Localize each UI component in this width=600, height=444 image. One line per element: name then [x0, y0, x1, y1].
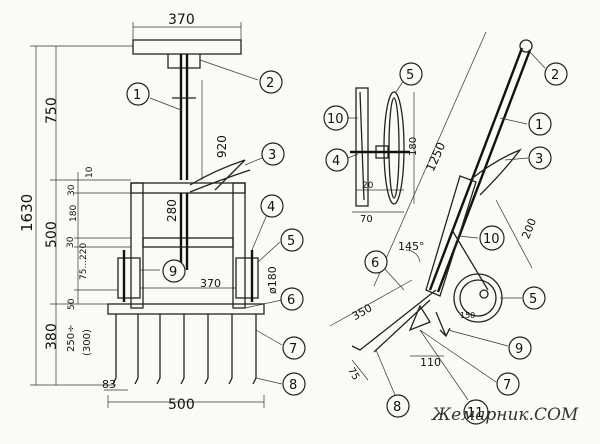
side-spring: [469, 148, 522, 196]
callout-side-5: 5: [522, 286, 546, 310]
side-dim-tine: 350: [350, 301, 375, 323]
dim-wheel-width: 370: [200, 277, 221, 290]
side-frame: [425, 175, 477, 297]
svg-text:10: 10: [327, 112, 344, 127]
svg-text:1: 1: [133, 88, 141, 103]
dim-handle-length: 920: [215, 135, 229, 158]
callout-8: 8: [282, 372, 306, 396]
callout-detail-5: 5: [399, 62, 423, 86]
svg-text:4: 4: [267, 200, 275, 215]
frame-right-post: [232, 182, 246, 309]
callout-side-9: 9: [508, 336, 532, 360]
tines: [112, 314, 257, 385]
callout-6: 6: [280, 287, 304, 311]
callout-side-6: 6: [364, 250, 388, 274]
side-dim-angle: 145°: [398, 240, 425, 253]
dim-total-height: 1630: [18, 194, 36, 232]
side-tines: [351, 289, 437, 351]
svg-text:11: 11: [467, 406, 484, 421]
callout-side-8: 8: [386, 394, 410, 418]
side-handle: [428, 47, 524, 291]
dim-wheel-dia: ø180: [266, 266, 279, 294]
detail-dim-height: 180: [408, 137, 419, 156]
svg-text:2: 2: [266, 76, 274, 91]
side-dim-step: 110: [420, 356, 441, 369]
svg-text:8: 8: [393, 400, 401, 415]
side-handle-grip: [519, 39, 533, 53]
callout-5: 5: [280, 228, 304, 252]
dim-small-30a: 30: [67, 184, 77, 196]
dim-tine-pitch: 83: [102, 378, 116, 391]
callout-1: 1: [126, 82, 150, 106]
dim-bottom-300: (300): [82, 329, 93, 356]
side-motion-arrow: [435, 311, 451, 338]
callout-detail-4: 4: [325, 148, 349, 172]
dim-upper-section: 750: [44, 97, 60, 124]
svg-text:3: 3: [268, 148, 276, 163]
spring-part: [189, 159, 246, 191]
svg-text:9: 9: [169, 265, 177, 280]
side-dim-wheel: 150: [460, 311, 475, 320]
svg-text:3: 3: [535, 152, 543, 167]
dim-small-180: 180: [69, 205, 79, 222]
dim-bottom-section: 380: [44, 323, 60, 350]
detail-dim-width: 70: [360, 214, 373, 225]
svg-text:4: 4: [332, 154, 340, 169]
dim-bottom-250: 250÷: [66, 325, 77, 352]
svg-text:5: 5: [287, 234, 295, 249]
frame-top-bar: [130, 182, 246, 194]
callout-side-7: 7: [496, 372, 520, 396]
dim-top-width: 370: [168, 12, 195, 28]
svg-text:10: 10: [483, 232, 500, 247]
svg-text:5: 5: [406, 68, 414, 83]
callout-side-2: 2: [544, 62, 568, 86]
handle-crossbar: [132, 39, 242, 55]
svg-text:5: 5: [529, 292, 537, 307]
crossbar-clamp: [167, 54, 201, 69]
callout-side-10: 10: [479, 225, 505, 251]
svg-text:7: 7: [289, 342, 297, 357]
dim-base-width: 500: [168, 397, 195, 413]
callout-detail-10: 10: [323, 105, 349, 131]
detail-dim-hub: 20: [362, 181, 374, 191]
svg-text:9: 9: [515, 342, 523, 357]
left-wheel-block: [117, 257, 141, 299]
callout-2: 2: [259, 70, 283, 94]
dim-small-30b: 30: [66, 236, 76, 248]
detail-axle-plate: [355, 87, 369, 207]
svg-text:8: 8: [289, 378, 297, 393]
callout-9: 9: [162, 259, 186, 283]
callout-side-1: 1: [528, 112, 552, 136]
dim-frame-gap: 280: [165, 199, 179, 222]
dim-small-50: 50: [67, 298, 77, 310]
svg-text:6: 6: [287, 293, 295, 308]
watermark: Жемарник.СОМ: [431, 405, 579, 425]
side-view: 1250 200 150 350 145° 110 75: [329, 31, 568, 425]
svg-text:7: 7: [503, 378, 511, 393]
frame-left-post: [130, 182, 144, 309]
detail-wheel: [383, 91, 405, 205]
svg-text:2: 2: [551, 68, 559, 83]
callout-side-11: 11: [463, 399, 489, 425]
side-dim-handle-length: 1250: [423, 140, 448, 174]
callout-3: 3: [261, 142, 285, 166]
tine-bar: [107, 303, 265, 315]
dim-small-75-220: 75...220: [79, 243, 89, 280]
svg-text:6: 6: [371, 256, 379, 271]
wheel-detail: 180 20 70 5 10 4: [323, 62, 423, 225]
front-view: 370 920 280 370 ø180: [18, 12, 306, 413]
callout-7: 7: [282, 336, 306, 360]
callout-side-3: 3: [528, 146, 552, 170]
dim-mid-section: 500: [44, 221, 60, 248]
right-wheel-block: [235, 257, 259, 299]
svg-text:1: 1: [535, 118, 543, 133]
dim-small-10: 10: [85, 166, 95, 178]
callout-4: 4: [260, 194, 284, 218]
side-dim-height: 200: [519, 216, 539, 240]
